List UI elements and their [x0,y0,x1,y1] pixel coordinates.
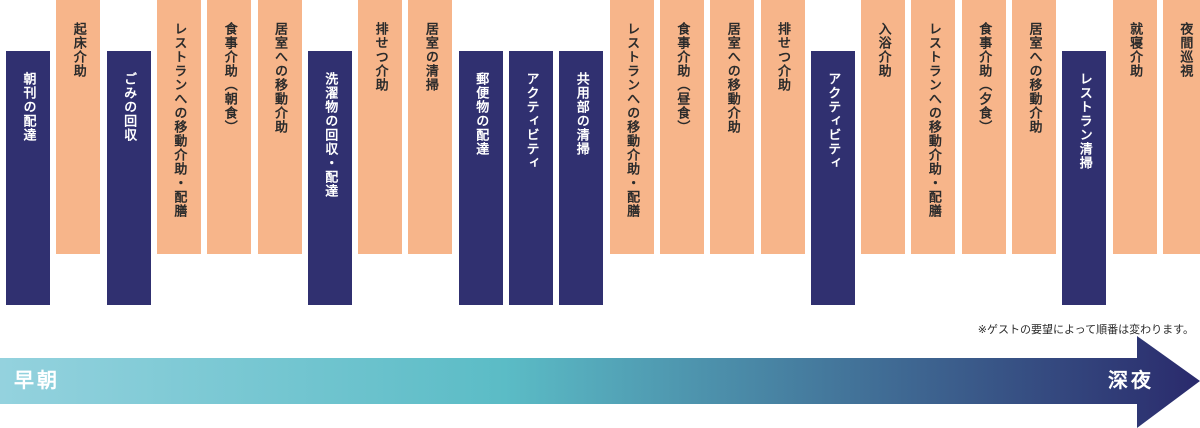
task-label: 排せつ介助 [372,22,388,92]
task-label: 食事介助（昼食） [674,22,690,134]
task-column-staff: 排せつ介助 [760,0,805,254]
arrow-icon [0,336,1200,428]
task-label: 夜間巡視 [1177,22,1193,78]
task-column-guest: 郵便物の配達 [458,51,503,305]
task-label: レストランへの移動介助・配膳 [624,22,640,218]
task-column-guest: 朝刊の配達 [6,51,50,305]
task-column-staff: 居室の清掃 [408,0,453,254]
task-column-guest: レストラン清掃 [1062,51,1107,305]
task-column-staff: 入浴介助 [861,0,906,254]
task-column-staff: 食事介助（夕食） [961,0,1006,254]
task-column-staff: 食事介助（朝食） [207,0,252,254]
task-label: 起床介助 [70,22,86,78]
task-label: アクティビティ [523,72,539,170]
task-column-guest: アクティビティ [810,51,855,305]
task-label: 洗濯物の回収・配達 [322,72,338,198]
task-label: 居室への移動介助 [1026,22,1042,134]
task-label: 居室の清掃 [422,22,438,92]
task-label: 入浴介助 [875,22,891,78]
task-column-guest: 共用部の清掃 [559,51,604,305]
time-axis-arrow: 早朝 深夜 [0,336,1200,428]
task-label: レストランへの移動介助・配膳 [171,22,187,218]
task-column-guest: 洗濯物の回収・配達 [307,51,352,305]
task-label: 共用部の清掃 [573,72,589,156]
task-label: 郵便物の配達 [473,72,489,156]
task-label: レストランへの移動介助・配膳 [925,22,941,218]
task-column-staff: レストランへの移動介助・配膳 [609,0,654,254]
task-label: 居室への移動介助 [724,22,740,134]
task-label: 朝刊の配達 [20,72,36,142]
order-note: ※ゲストの要望によって順番は変わります。 [977,323,1194,336]
task-label: 食事介助（夕食） [976,22,992,134]
task-label: 居室への移動介助 [272,22,287,134]
task-column-guest: ごみの回収 [106,51,151,305]
timeline-end-label: 深夜 [1108,368,1154,392]
task-column-staff: 排せつ介助 [358,0,403,254]
task-column-guest: アクティビティ [509,51,553,305]
task-label: レストラン清掃 [1076,72,1092,170]
task-column-staff: 食事介助（昼食） [659,0,704,254]
task-label: ごみの回収 [121,72,137,142]
task-label: 排せつ介助 [775,22,790,92]
task-column-staff: 起床介助 [56,0,101,254]
task-column-staff: レストランへの移動介助・配膳 [156,0,201,254]
task-column-staff: 就寝介助 [1112,0,1157,254]
task-label: 食事介助（朝食） [221,22,237,134]
task-label: 就寝介助 [1127,22,1143,78]
task-label: アクティビティ [825,72,841,170]
task-column-staff: 居室への移動介助 [1012,0,1056,254]
task-column-staff: 居室への移動介助 [710,0,755,254]
task-column-staff: 居室への移動介助 [257,0,302,254]
task-column-staff: 夜間巡視 [1162,0,1200,254]
task-column-staff: レストランへの移動介助・配膳 [911,0,956,254]
task-timeline-columns: 朝刊の配達 起床介助ごみの回収 レストランへの移動介助・配膳 食事介助（朝食） 居室への… [6,0,1200,305]
timeline-start-label: 早朝 [14,368,60,392]
